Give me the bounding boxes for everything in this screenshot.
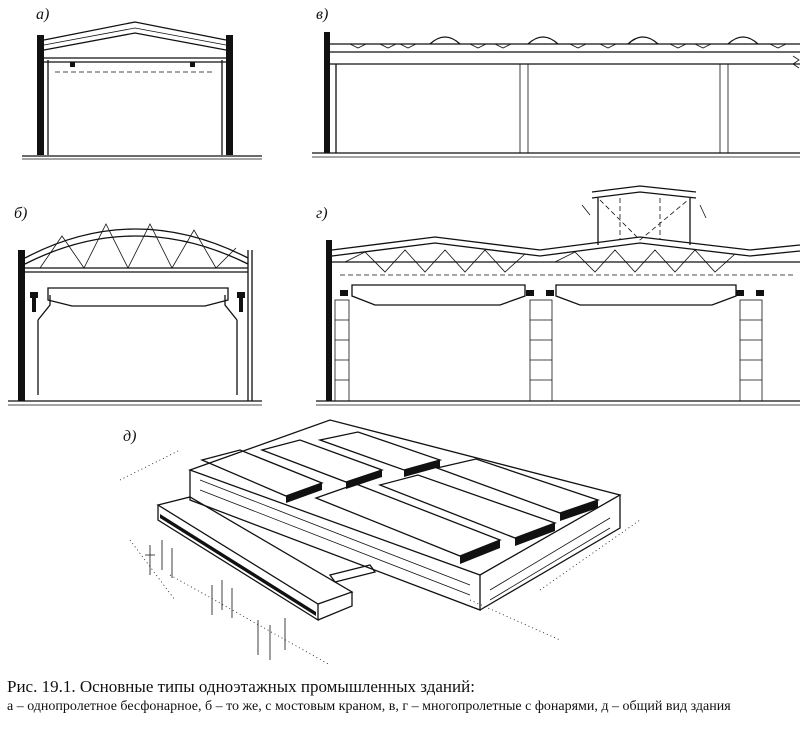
figure-caption: Рис. 19.1. Основные типы одноэтажных про… <box>7 677 801 715</box>
caption-title: Рис. 19.1. Основные типы одноэтажных про… <box>7 677 475 696</box>
figure-drawing <box>8 21 801 666</box>
panel-b-drawing <box>8 223 262 406</box>
panel-label-a: а) <box>36 6 50 23</box>
panel-label-g: г) <box>316 205 328 222</box>
figure: а) в) б) г) д) <box>8 6 801 666</box>
caption-text: а – однопролетное бесфонарное, б – то же… <box>7 699 731 714</box>
panel-label-d: д) <box>123 428 137 445</box>
panel-a-drawing <box>22 21 262 160</box>
panel-label-v: в) <box>316 6 329 23</box>
panel-d-drawing <box>119 419 641 666</box>
panel-label-b: б) <box>14 205 28 222</box>
panel-g-drawing <box>316 185 801 406</box>
panel-v-drawing <box>312 32 800 158</box>
